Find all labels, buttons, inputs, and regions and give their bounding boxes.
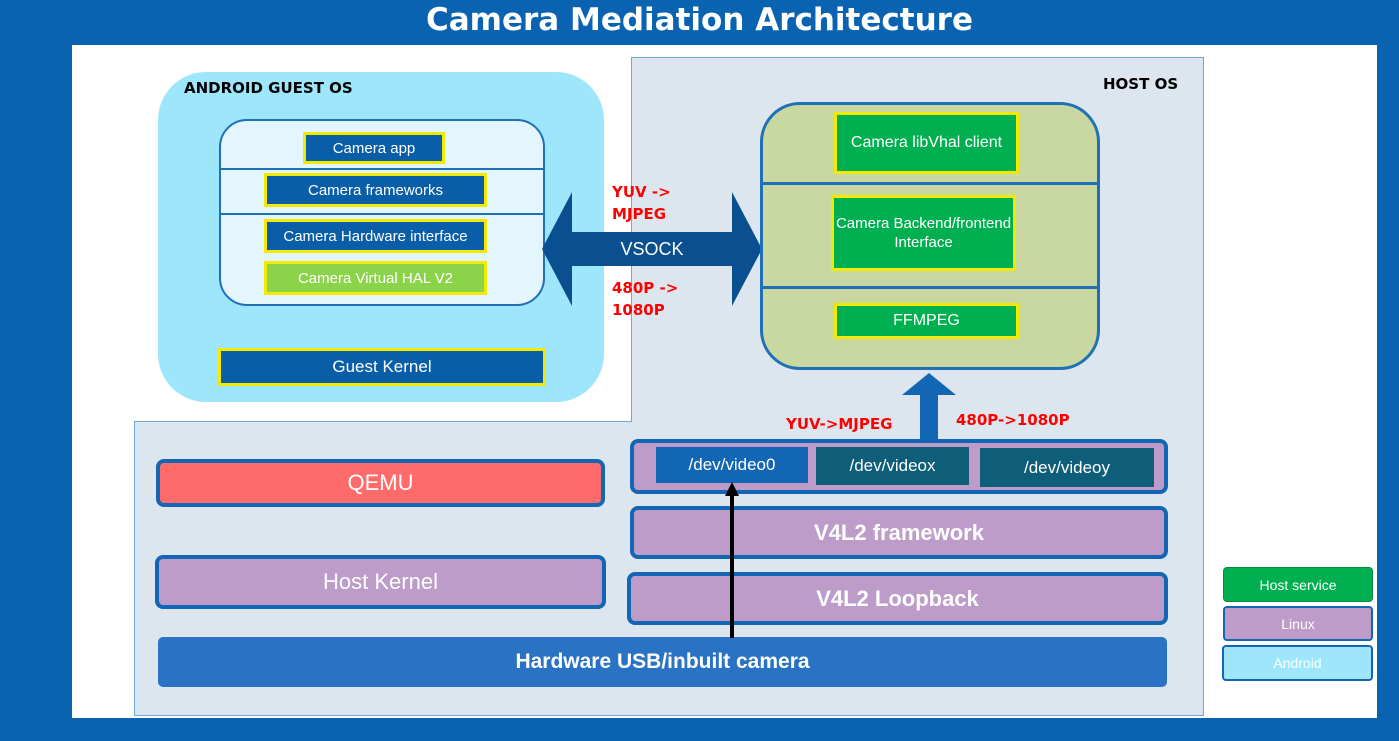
camera-backend-frontend-box: Camera Backend/frontend Interface xyxy=(831,195,1016,271)
vsock-arrow xyxy=(542,192,762,306)
host-divider xyxy=(763,182,1097,185)
host-os-label: HOST OS xyxy=(1103,75,1179,93)
camera-app-box: Camera app xyxy=(303,132,445,164)
camera-virtual-hal-box: Camera Virtual HAL V2 xyxy=(264,261,487,295)
legend-linux: Linux xyxy=(1223,606,1373,641)
dev-videoy-box: /dev/videoy xyxy=(980,448,1154,487)
diagram-title: Camera Mediation Architecture xyxy=(426,2,973,38)
camera-frameworks-box: Camera frameworks xyxy=(264,173,487,207)
v4l2-framework-box: V4L2 framework xyxy=(630,506,1168,559)
camera-hardware-interface-box: Camera Hardware interface xyxy=(264,219,487,253)
host-region-border xyxy=(134,421,632,422)
upstream-resolution-note: 480P->1080P xyxy=(956,411,1070,429)
stack-divider xyxy=(221,213,543,215)
android-guest-label: ANDROID GUEST OS xyxy=(184,79,353,97)
vsock-resolution-note: 480P -> 1080P xyxy=(612,279,679,319)
qemu-box: QEMU xyxy=(156,459,605,507)
camera-libvhal-client-box: Camera libVhal client xyxy=(834,112,1019,174)
legend-host-service: Host service xyxy=(1223,567,1373,602)
dev-video0-box: /dev/video0 xyxy=(656,447,808,483)
vsock-label: VSOCK xyxy=(620,238,684,259)
ffmpeg-box: FFMPEG xyxy=(834,303,1019,339)
stack-divider xyxy=(221,168,543,170)
host-divider xyxy=(763,286,1097,289)
capture-arrow xyxy=(725,482,739,638)
v4l2-loopback-box: V4L2 Loopback xyxy=(627,572,1168,625)
upstream-format-note: YUV->MJPEG xyxy=(786,415,893,433)
upstream-arrow xyxy=(902,373,956,443)
hardware-camera-box: Hardware USB/inbuilt camera xyxy=(158,637,1167,687)
host-kernel-box: Host Kernel xyxy=(155,555,606,609)
legend-android: Android xyxy=(1222,645,1373,681)
dev-videox-box: /dev/videox xyxy=(816,447,969,485)
vsock-format-note: YUV -> MJPEG xyxy=(612,183,671,223)
guest-kernel-box: Guest Kernel xyxy=(218,348,546,386)
